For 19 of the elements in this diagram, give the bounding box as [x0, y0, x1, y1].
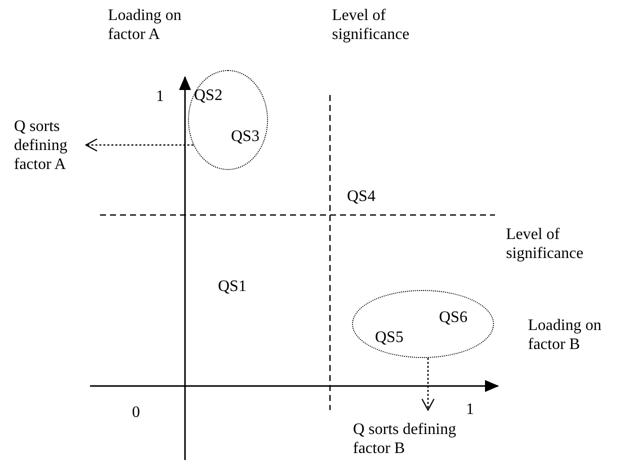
dotted-ellipse: [352, 290, 494, 358]
point-label: QS3: [231, 127, 260, 146]
point-label: QS5: [375, 328, 404, 347]
axis-label: Level of significance: [506, 225, 584, 263]
axis-label: 1: [156, 87, 165, 106]
axis-label: Loading on factor B: [528, 316, 602, 354]
axis-label: QS1: [218, 277, 248, 296]
arrow: [421, 358, 435, 411]
axis-label: Loading on factor A: [108, 6, 182, 44]
group-label: Q sorts defining factor B: [353, 420, 483, 458]
axis-label: 1: [466, 400, 475, 419]
point-label: QS2: [194, 86, 222, 105]
axis-label: Level of significance: [332, 6, 410, 44]
axis-label: QS4: [347, 187, 376, 206]
axis-label: 0: [132, 403, 141, 422]
group-label: Q sorts defining factor A: [14, 117, 84, 174]
point-label: QS6: [439, 308, 468, 327]
dotted-ellipse: [188, 70, 268, 170]
arrow: [85, 138, 194, 152]
